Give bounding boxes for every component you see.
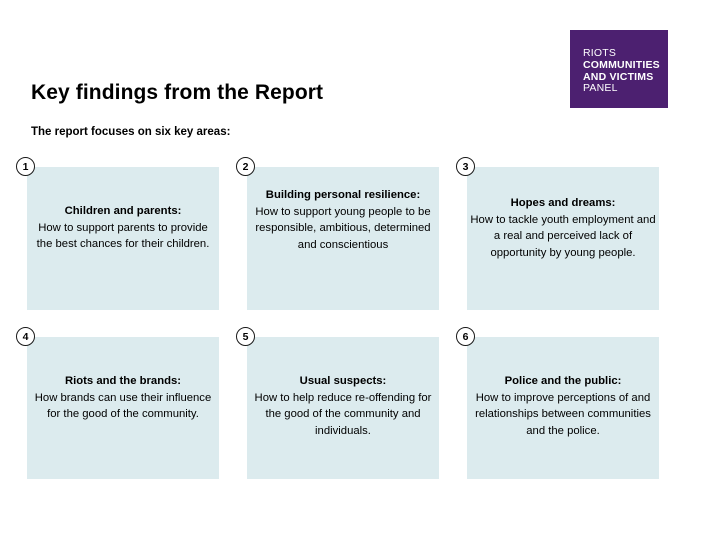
key-area-card-3-title: Hopes and dreams: [510, 197, 616, 209]
key-area-card-6-title: Police and the public: [504, 375, 622, 387]
logo-line-communities: COMMUNITIES [583, 58, 660, 71]
key-area-card-4-panel [27, 337, 219, 479]
page-title: Key findings from the Report [31, 81, 324, 104]
logo-line-riots: RIOTS [583, 47, 617, 59]
key-area-card-1-panel [27, 167, 219, 310]
key-area-card-3-description: How to tackle youth employment and a rea… [470, 213, 656, 259]
key-area-card-5-title: Usual suspects: [299, 375, 387, 387]
key-area-number-badge-2: 2 [236, 157, 255, 176]
key-area-card-2-text: Building personal resilience: How to sup… [247, 187, 439, 253]
key-area-card-2-panel [247, 167, 439, 310]
key-area-card-1-title: Children and parents: [64, 205, 182, 217]
key-area-card-5-description: How to help reduce re-offending for the … [254, 391, 432, 437]
key-area-card-3-text: Hopes and dreams: How to tackle youth em… [467, 195, 659, 261]
key-area-card-6-text: Police and the public: How to improve pe… [467, 373, 659, 439]
key-area-number-badge-6: 6 [456, 327, 475, 346]
page-subtitle: The report focuses on six key areas: [31, 126, 231, 138]
key-area-card-2-description: How to support young people to be respon… [255, 205, 431, 251]
key-area-card-1-description: How to support parents to provide the be… [36, 221, 210, 251]
key-area-card-4-title: Riots and the brands: [64, 375, 182, 387]
key-area-number-badge-5: 5 [236, 327, 255, 346]
key-area-card-6-panel [467, 337, 659, 479]
riots-communities-and-victims-panel-logo: RIOTS COMMUNITIES AND VICTIMS PANEL [570, 30, 668, 108]
key-area-card-5-text: Usual suspects: How to help reduce re-of… [247, 373, 439, 439]
key-area-card-5-panel [247, 337, 439, 479]
key-area-number-badge-1: 1 [16, 157, 35, 176]
key-area-card-6-description: How to improve perceptions of and relati… [475, 391, 651, 437]
key-area-card-1-text: Children and parents: How to support par… [27, 203, 219, 253]
logo-line-panel: PANEL [583, 82, 618, 95]
key-area-number-badge-4: 4 [16, 327, 35, 346]
key-area-card-4-text: Riots and the brands: How brands can use… [27, 373, 219, 423]
key-area-number-badge-3: 3 [456, 157, 475, 176]
key-area-card-2-title: Building personal resilience: [265, 189, 421, 201]
key-area-card-4-description: How brands can use their influence for t… [34, 391, 212, 421]
key-area-card-3-panel [467, 167, 659, 310]
logo-line-and-victims: AND VICTIMS [583, 70, 654, 83]
